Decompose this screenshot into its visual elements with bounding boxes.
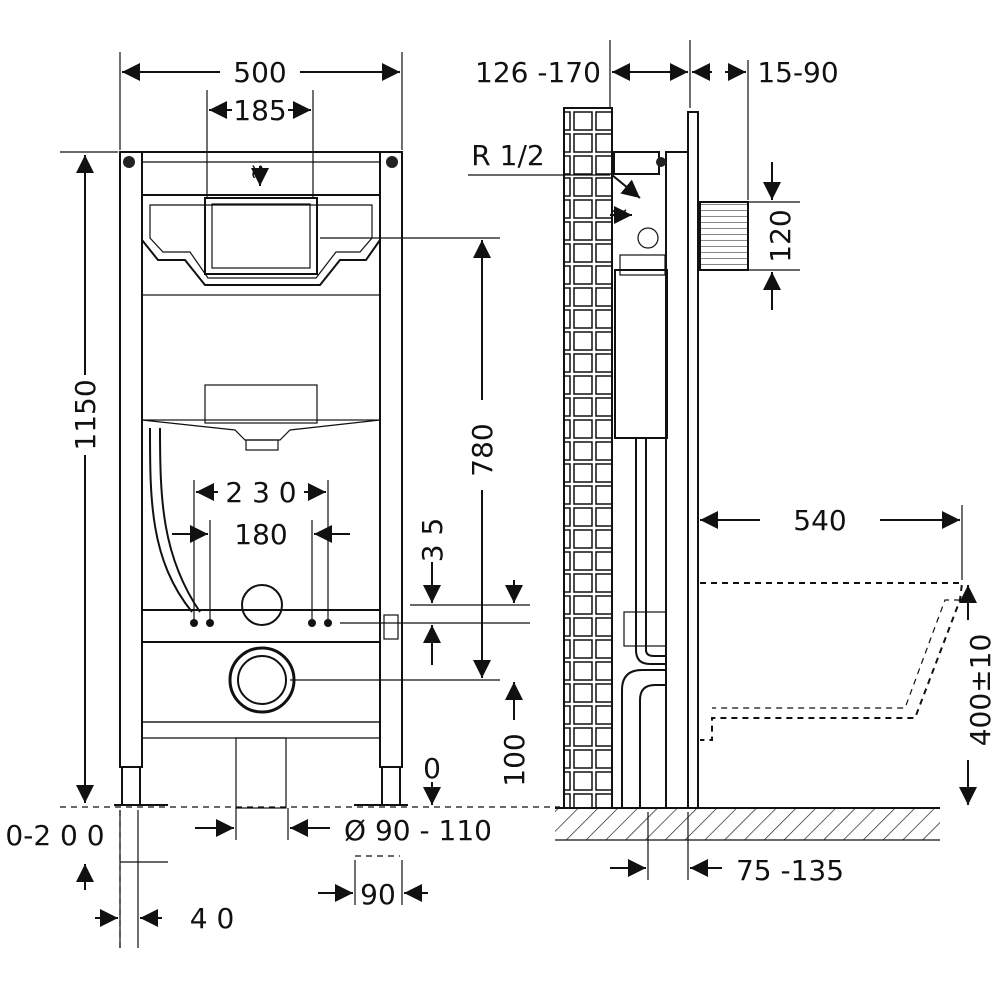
floor-hatch (555, 808, 940, 840)
water-flow-icon: ≈ (610, 201, 628, 226)
bolt-hole (324, 619, 332, 627)
side-view: R 1/2 ≈ 126 -170 15-90 120 5 (468, 40, 997, 887)
drain-outlet (228, 646, 296, 714)
dim-width-total: 500 (233, 56, 286, 89)
dim-foot-adjust: 0-2 0 0 (5, 819, 104, 852)
dim-foot-width: 4 0 (190, 902, 235, 935)
inlet-label: R 1/2 (471, 139, 544, 172)
dim-pipe-diameter: Ø 90 - 110 (344, 814, 492, 847)
water-inlet-icon: ≀≀ (250, 159, 265, 183)
bolt-hole (206, 619, 214, 627)
threaded-connector (699, 201, 749, 271)
front-panel (687, 111, 699, 809)
right-post (379, 151, 403, 768)
dim-bowl-height: 400±10 (964, 634, 997, 747)
flush-plate-opening (204, 197, 318, 275)
dim-height-total: 1150 (69, 379, 102, 450)
water-connection (241, 584, 283, 626)
bolt-hole (190, 619, 198, 627)
dim-front-range: 15-90 (757, 56, 838, 89)
dim-bowl-projection: 540 (793, 504, 846, 537)
dim-depth-range: 126 -170 (475, 56, 601, 89)
bolt-hole (308, 619, 316, 627)
toilet-bowl (700, 582, 964, 741)
dim-frame-depth: 75 -135 (736, 854, 844, 887)
dim-flush-plate: 185 (233, 94, 286, 127)
dim-bolt-inner: 180 (234, 518, 287, 551)
dim-floor-zero: 0 (423, 752, 441, 785)
wall-bricks (563, 107, 613, 809)
dim-connection-height: 120 (764, 209, 797, 262)
dim-cistern-height: 780 (466, 423, 499, 476)
cistern-body (141, 194, 381, 286)
front-view: ≀≀ 500 185 (5, 52, 560, 948)
dim-pipe-offset: 90 (360, 878, 396, 911)
screw-icon (123, 156, 135, 168)
dim-bolt-offset: 3 5 (416, 518, 449, 563)
dim-floor-to-bolt: 100 (498, 733, 531, 786)
screw-icon (386, 156, 398, 168)
left-post (119, 151, 143, 768)
dim-bolt-outer: 2 3 0 (225, 476, 296, 509)
